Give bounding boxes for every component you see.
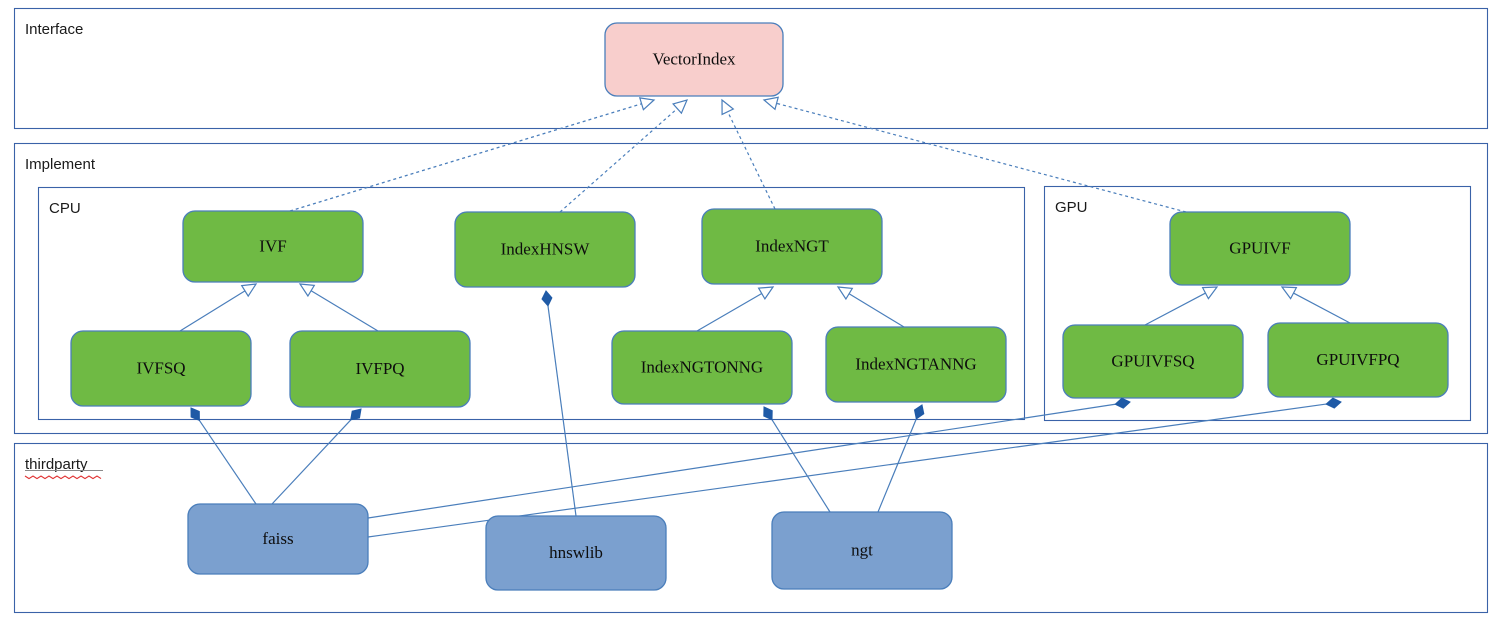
edge-gpuivfsq-to-gpuivf [1144, 292, 1206, 326]
composition-diamond-hnswlib-indexhnsw [541, 290, 553, 307]
edge-gpuivf-to-vectorindex [776, 102, 1187, 213]
generalization-arrowhead-indexhnsw-vectorindex [672, 99, 689, 115]
generalization-arrowhead-gpuivfsq-gpuivf [1201, 286, 1219, 300]
node-label-gpuivf: GPUIVF [1229, 238, 1290, 257]
edge-layer [179, 102, 1351, 538]
node-hnswlib[interactable]: hnswlib [485, 515, 667, 591]
node-label-faiss: faiss [262, 529, 293, 548]
node-ivf[interactable]: IVF [182, 210, 364, 283]
edge-ivfsq-to-ivf [179, 290, 246, 332]
node-ngt[interactable]: ngt [771, 511, 953, 590]
edge-gpuivfpq-to-gpuivf [1293, 292, 1351, 324]
node-faiss[interactable]: faiss [187, 503, 369, 575]
generalization-arrowhead-indexngtonng-indexngt [757, 286, 775, 301]
node-box-indexhnsw[interactable] [454, 211, 636, 288]
node-box-ngt[interactable] [771, 511, 953, 590]
edge-faiss-to-gpuivfsq [367, 403, 1116, 519]
edge-indexngtanng-to-indexngt [848, 293, 905, 328]
node-label-gpuivfsq: GPUIVFSQ [1111, 351, 1194, 370]
generalization-arrowhead-gpuivf-vectorindex [762, 96, 780, 111]
generalization-arrowhead-ivfsq-ivf [240, 283, 258, 298]
spellcheck-layer [24, 470, 103, 480]
group-label-implement: Implement [25, 156, 96, 173]
node-box-ivfsq[interactable] [70, 330, 252, 407]
node-ivfsq[interactable]: IVFSQ [70, 330, 252, 407]
composition-diamond-faiss-ivfpq [350, 408, 362, 421]
composition-diamond-faiss-gpuivfpq [1325, 397, 1342, 409]
composition-diamond-ngt-indexngtanng [913, 404, 925, 420]
edge-indexhnsw-to-vectorindex [559, 108, 678, 213]
node-box-indexngtonng[interactable] [611, 330, 793, 405]
node-indexhnsw[interactable]: IndexHNSW [454, 211, 636, 288]
composition-diamond-faiss-ivfsq [190, 407, 200, 422]
edge-ivfpq-to-ivf [310, 290, 379, 332]
node-label-ngt: ngt [851, 540, 873, 559]
node-label-ivfsq: IVFSQ [136, 358, 185, 377]
node-label-indexngt: IndexNGT [755, 236, 829, 255]
group-label-thirdparty: thirdparty [25, 456, 88, 473]
node-box-gpuivf[interactable] [1169, 211, 1351, 286]
edge-indexngt-to-vectorindex [727, 111, 776, 210]
composition-diamond-faiss-gpuivfsq [1114, 397, 1131, 409]
node-box-gpuivfpq[interactable] [1267, 322, 1449, 398]
group-label-interface: Interface [25, 21, 83, 38]
spellcheck-squiggle [24, 475, 102, 480]
generalization-arrowhead-ivfpq-ivf [298, 283, 316, 298]
edge-ivf-to-vectorindex [289, 103, 642, 212]
node-label-gpuivfpq: GPUIVFPQ [1316, 350, 1399, 369]
node-label-indexngtanng: IndexNGTANNG [855, 354, 976, 373]
node-box-ivf[interactable] [182, 210, 364, 283]
generalization-arrowhead-ivf-vectorindex [638, 97, 656, 111]
node-label-vectorindex: VectorIndex [652, 49, 736, 68]
node-indexngtanng[interactable]: IndexNGTANNG [825, 326, 1007, 403]
node-label-ivf: IVF [259, 236, 286, 255]
node-box-hnswlib[interactable] [485, 515, 667, 591]
node-vectorindex[interactable]: VectorIndex [604, 22, 784, 97]
composition-diamond-ngt-indexngtonng [763, 406, 773, 421]
node-box-indexngtanng[interactable] [825, 326, 1007, 403]
node-box-ivfpq[interactable] [289, 330, 471, 408]
edge-faiss-to-gpuivfpq [367, 403, 1327, 538]
node-indexngtonng[interactable]: IndexNGTONNG [611, 330, 793, 405]
group-label-gpu: GPU [1055, 199, 1088, 216]
edge-ngt-to-indexngtonng [771, 419, 831, 513]
node-indexngt[interactable]: IndexNGT [701, 208, 883, 285]
node-gpuivfpq[interactable]: GPUIVFPQ [1267, 322, 1449, 398]
edge-ngt-to-indexngtanng [877, 418, 917, 513]
node-gpuivf[interactable]: GPUIVF [1169, 211, 1351, 286]
generalization-arrowhead-indexngtanng-indexngt [836, 286, 854, 301]
node-label-indexhnsw: IndexHNSW [501, 239, 591, 258]
node-gpuivfsq[interactable]: GPUIVFSQ [1062, 324, 1244, 399]
node-label-hnswlib: hnswlib [549, 543, 603, 562]
node-box-faiss[interactable] [187, 503, 369, 575]
node-ivfpq[interactable]: IVFPQ [289, 330, 471, 408]
edge-indexngtonng-to-indexngt [696, 292, 763, 332]
node-label-ivfpq: IVFPQ [355, 359, 404, 378]
arrowhead-layer [190, 96, 1342, 422]
edge-faiss-to-ivfsq [198, 420, 257, 505]
edge-hnswlib-to-indexhnsw [547, 305, 577, 517]
generalization-arrowhead-gpuivfpq-gpuivf [1280, 286, 1298, 300]
group-label-cpu: CPU [49, 200, 81, 217]
generalization-arrowhead-indexngt-vectorindex [721, 98, 735, 116]
edge-faiss-to-ivfpq [271, 419, 352, 505]
node-box-vectorindex[interactable] [604, 22, 784, 97]
node-label-indexngtonng: IndexNGTONNG [641, 357, 763, 376]
node-box-indexngt[interactable] [701, 208, 883, 285]
node-box-gpuivfsq[interactable] [1062, 324, 1244, 399]
